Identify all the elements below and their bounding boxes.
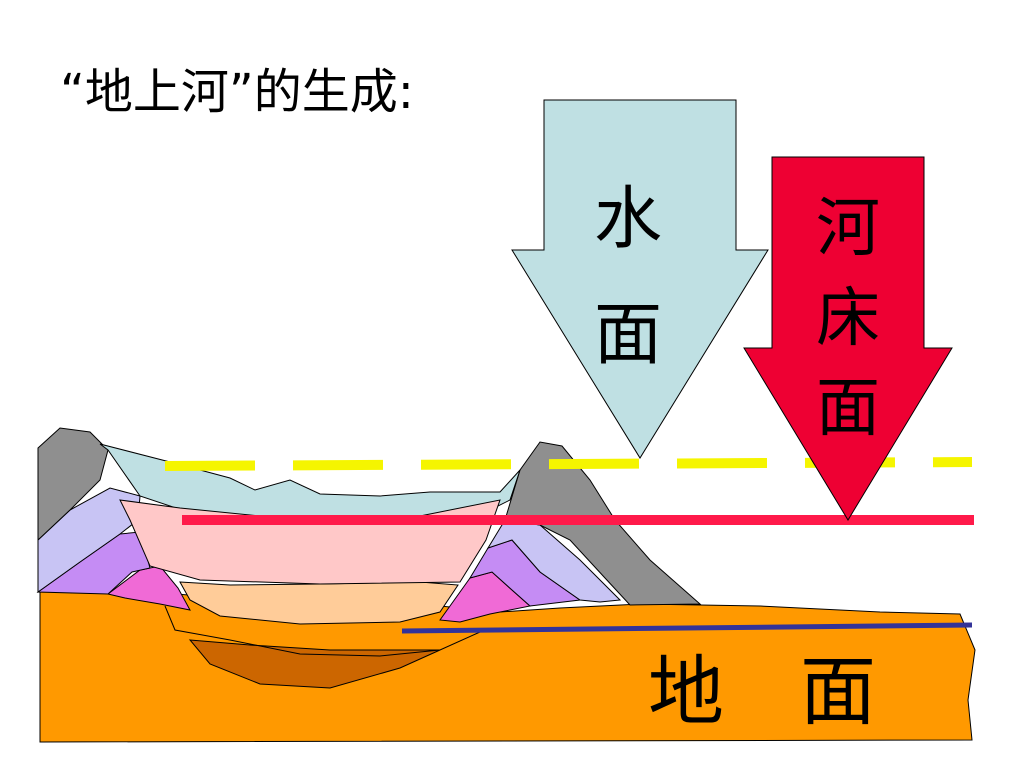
- page-title: “地上河”的生成:: [60, 64, 414, 120]
- riverbed-surface-label-3: 面: [816, 372, 880, 446]
- water-surface-label-2: 面: [594, 296, 662, 375]
- ground-crack-line: [164, 605, 481, 657]
- riverbed-surface-label-1: 河: [816, 192, 880, 266]
- water-surface-label-1: 水: [594, 180, 662, 259]
- ground-surface-label: 地 面: [648, 647, 876, 736]
- riverbed-surface-arrow: 河 床 面: [743, 156, 953, 521]
- sediment-peach: [179, 581, 459, 625]
- rock-bank-left: [37, 427, 109, 542]
- riverbed-surface-label-2: 床: [816, 282, 880, 356]
- water-surface-arrow: 水 面: [511, 99, 769, 459]
- sediment-brown: [188, 639, 441, 689]
- ground-level-line: [401, 622, 973, 634]
